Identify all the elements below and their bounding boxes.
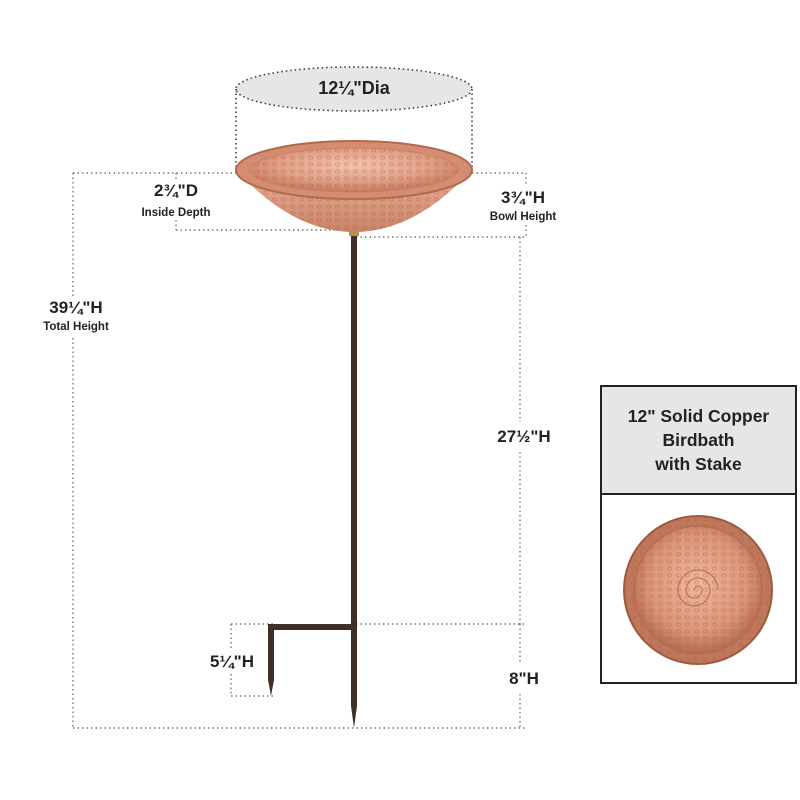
bowl-top-view-image [623, 515, 773, 665]
total-height-caption: Total Height [43, 321, 109, 333]
product-title-line-2: Birdbath [662, 430, 735, 450]
stake [268, 230, 359, 728]
product-info-box: 12" Solid Copper Birdbath with Stake [600, 385, 797, 684]
product-title: 12" Solid Copper Birdbath with Stake [602, 387, 795, 495]
inside-depth-value: 2¾"D [154, 181, 198, 200]
bowl-height-value: 3¾"H [501, 188, 545, 207]
bowl-top-view [602, 495, 795, 682]
copper-bowl [235, 140, 473, 232]
ground-depth-value: 8"H [509, 669, 539, 688]
diameter-callout [235, 66, 473, 168]
stake-height-value: 5¼"H [210, 652, 254, 671]
stem-height-value: 27½"H [497, 427, 551, 446]
product-title-line-3: with Stake [655, 454, 742, 474]
inside-depth-caption: Inside Depth [141, 207, 211, 219]
diameter-label: 12¼"Dia [318, 78, 390, 98]
product-title-line-1: 12" Solid Copper [627, 406, 770, 426]
bowl-height-caption: Bowl Height [489, 211, 557, 223]
dimension-lines [72, 172, 527, 729]
total-height-value: 39¼"H [49, 298, 103, 317]
